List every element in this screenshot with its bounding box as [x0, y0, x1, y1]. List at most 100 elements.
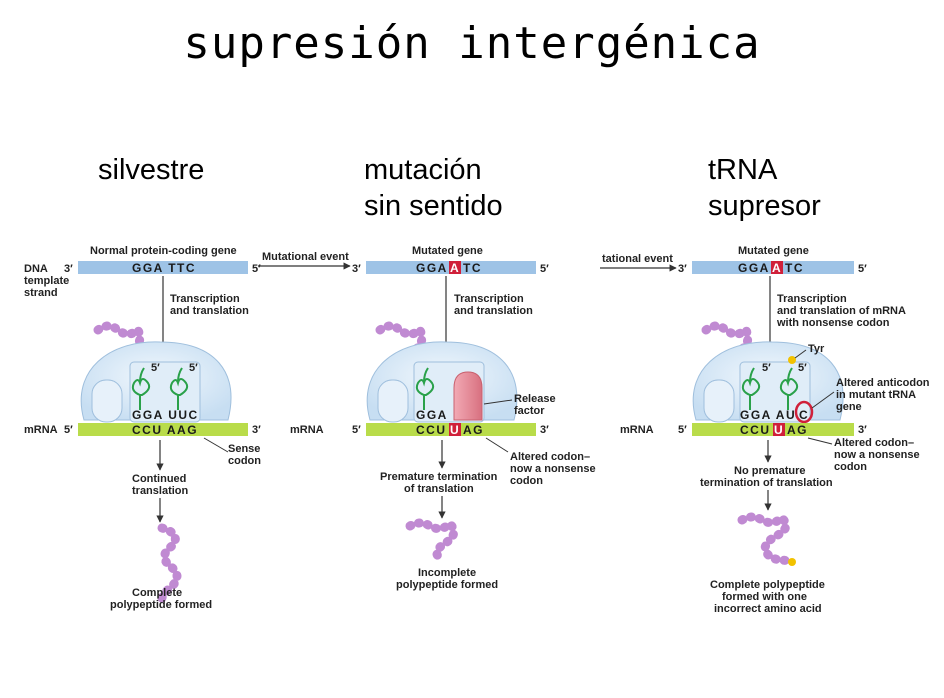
prime-5-trna-1b: 5′	[189, 362, 198, 374]
ribosome-slot-1	[91, 379, 123, 423]
mrna-seq-3b: AG	[787, 423, 808, 437]
prime-3-dna-1: 3′	[64, 263, 73, 275]
step-2b: and translation	[454, 305, 533, 317]
codon-pointer-1	[203, 437, 229, 453]
result-3b: termination of translation	[700, 477, 833, 489]
result-3a: No premature	[734, 465, 806, 477]
trna-2	[169, 367, 189, 410]
dna-label-1: DNA	[24, 263, 48, 275]
tyr-label: Tyr	[808, 343, 825, 355]
heading-suppressor-line2: supresor	[708, 190, 821, 222]
step-2a: Transcription	[454, 293, 524, 305]
alt-anticodon-a: Altered anticodon	[836, 377, 930, 389]
prime-5-dna-2: 5′	[540, 263, 549, 275]
codon-label-3b: now a nonsense	[834, 449, 920, 461]
prime-3-mrna-2: 3′	[540, 424, 549, 436]
panel-wild-type: Normal protein-coding gene 3′ GGA TTC 5′…	[64, 245, 261, 611]
final-2b: polypeptide formed	[396, 579, 498, 591]
dna-seq-3a: GGA	[738, 261, 770, 275]
release-label-a: Release	[514, 393, 556, 405]
event-label-1: Mutational event	[262, 251, 349, 263]
ribosome-site-3	[739, 361, 811, 423]
anticodon-1: GGA UUC	[132, 408, 199, 422]
mrna-label-1: mRNA	[24, 424, 58, 436]
prime-5-trna-1a: 5′	[151, 362, 160, 374]
dna-label-3: strand	[24, 287, 58, 299]
anticodon-3-mut: C	[799, 408, 809, 422]
anticodon-2: GGA	[416, 408, 448, 422]
prime-5-mrna-2: 5′	[352, 424, 361, 436]
alt-anticodon-pointer	[811, 391, 835, 409]
ribosome-slot-3	[703, 379, 735, 423]
codon-label-2b: now a nonsense	[510, 463, 596, 475]
mrna-mutation-box-3	[773, 423, 785, 436]
alt-anticodon-c: gene	[836, 401, 862, 413]
result-1b: translation	[132, 485, 189, 497]
prime-3-mrna-1: 3′	[252, 424, 261, 436]
heading-nonsense-line1: mutación	[364, 154, 482, 186]
prime-5-mrna-1: 5′	[64, 424, 73, 436]
step-1a: Transcription	[170, 293, 240, 305]
heading-suppressor-line1: tRNA	[708, 154, 778, 186]
mrna-seq-3a: CCU	[740, 423, 771, 437]
polypeptide-final-1	[157, 523, 182, 607]
codon-label-1b: codon	[228, 455, 261, 467]
prime-5-dna-3: 5′	[858, 263, 867, 275]
mrna-mut-3: U	[774, 423, 784, 437]
codon-label-1a: Sense	[228, 443, 260, 455]
mrna-label-3: mRNA	[620, 424, 654, 436]
prime-5-trna-3a: 5′	[762, 362, 771, 374]
dna-seq-2a: GGA	[416, 261, 448, 275]
dna-mut-3: A	[772, 261, 782, 275]
heading-wild: silvestre	[98, 152, 204, 188]
result-1a: Continued	[132, 473, 186, 485]
polypeptide-final-2	[405, 517, 459, 563]
tyr-pointer	[794, 349, 807, 359]
trna-4	[741, 367, 761, 410]
dna-seq-3b: TC	[785, 261, 804, 275]
gene-title-3: Mutated gene	[738, 245, 809, 257]
dna-seq-2b: TC	[463, 261, 482, 275]
mrna-bar-1	[78, 423, 248, 436]
mrna-mut-2: U	[450, 423, 460, 437]
tyr-amino-acid	[788, 356, 796, 364]
mrna-seq-2a: CCU	[416, 423, 447, 437]
prime-3-dna-3: 3′	[678, 263, 687, 275]
prime-5-dna-1: 5′	[252, 263, 261, 275]
trna-1	[131, 367, 151, 410]
mrna-label-2: mRNA	[290, 424, 324, 436]
final-1b: polypeptide formed	[110, 599, 212, 611]
gene-title-1: Normal protein-coding gene	[90, 245, 237, 257]
prime-5-mrna-3: 5′	[678, 424, 687, 436]
codon-label-3a: Altered codon–	[834, 437, 914, 449]
step-3b: and translation of mRNA	[777, 305, 906, 317]
ribosome-site-1	[129, 361, 201, 423]
dna-bar-1	[78, 261, 248, 274]
dna-mutation-box-3	[771, 261, 783, 274]
release-factor	[453, 371, 483, 421]
prime-3-mrna-3: 3′	[858, 424, 867, 436]
panel-nonsense: Mutated gene 3′ GGA A TC 5′ Transcriptio…	[352, 245, 596, 591]
alt-anticodon-b: in mutant tRNA	[836, 389, 916, 401]
final-2a: Incomplete	[418, 567, 476, 579]
prime-3-dna-2: 3′	[352, 263, 361, 275]
result-2a: Premature termination	[380, 471, 498, 483]
dna-label-2: template	[24, 275, 69, 287]
panel-suppressor: Mutated gene 3′ GGA A TC 5′ Transcriptio…	[678, 245, 930, 615]
gene-title-2: Mutated gene	[412, 245, 483, 257]
final-3c: incorrect amino acid	[714, 603, 822, 615]
event-label-2: tational event	[602, 253, 673, 265]
dna-mutation-box-2	[449, 261, 461, 274]
release-label-b: factor	[514, 405, 545, 417]
step-3a: Transcription	[777, 293, 847, 305]
heading-nonsense-line2: sin sentido	[364, 190, 503, 222]
mrna-seq-1: CCU AAG	[132, 423, 198, 437]
final-3b: formed with one	[722, 591, 807, 603]
heading-nonsense: mutación sin sentido	[364, 152, 503, 224]
suppressor-trna	[779, 367, 799, 410]
polypeptide-final-3	[737, 511, 797, 565]
ribosome-slot-2	[377, 379, 409, 423]
dna-seq-1: GGA TTC	[132, 261, 196, 275]
heading-wild-line1: silvestre	[98, 154, 205, 186]
